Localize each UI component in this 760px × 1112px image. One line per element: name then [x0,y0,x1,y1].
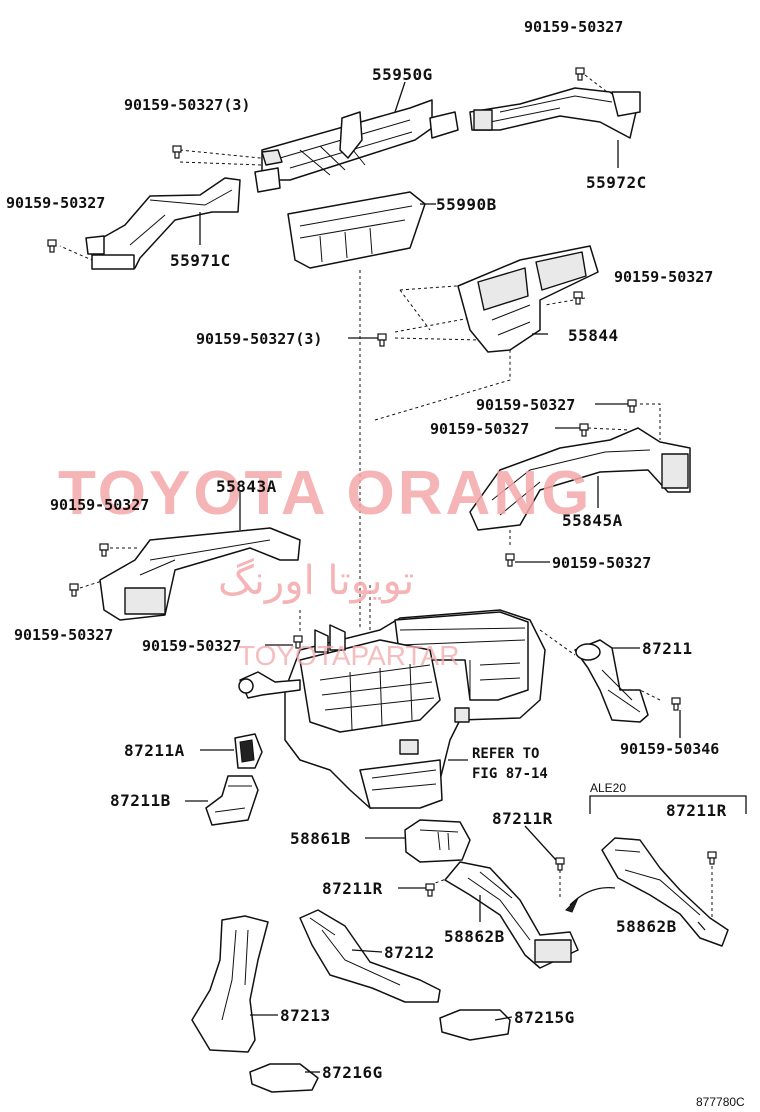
bolt-icon [99,543,109,557]
callout-part: 58862B [616,917,677,936]
part-hvac-unit [238,609,546,809]
fasteners [47,67,717,897]
callout-bolt: 90159-50327 [50,496,149,514]
part-87211-vent [574,639,649,723]
part-55843A-duct [99,527,301,621]
part-87211A [234,733,263,769]
callout-bolt: 90159-50327 [14,626,113,644]
callout-part: 87211A [124,741,185,760]
part-87213 [191,915,269,1053]
bolt-icon [172,145,182,159]
bolt-icon [425,883,435,897]
assembly-guide-lines [59,74,713,925]
callout-part: 55845A [562,511,623,530]
callout-bolt: 90159-50327 [476,396,575,414]
watermark-sub: TOYOTAPARTAR [238,640,459,671]
callout-bolt: 90159-50327 [430,420,529,438]
bolt-icon [707,851,717,865]
callout-bolt: 90159-50327 [614,268,713,286]
callout-part: 55843A [216,477,277,496]
callout-part: 87211 [642,639,693,658]
part-58862B-right [601,837,729,947]
bolt-icon [671,697,681,711]
callouts: 90159-50327 55950G 90159-50327(3) 90159-… [6,18,745,1109]
callout-part: 87211R [322,879,383,898]
part-55972C-duct [469,87,641,139]
part-87212 [299,909,441,1003]
callout-part: 87213 [280,1006,331,1025]
bolt-icon [627,399,637,413]
part-58861B [404,819,471,863]
callout-bolt: 90159-50327 [142,637,241,655]
part-87216G [249,1063,319,1093]
part-58862B-left [444,861,579,969]
leader-lines [185,81,747,1073]
part-55845A-duct [469,427,691,531]
bolt-icon [505,553,515,567]
part-55950G-register [254,99,459,193]
callout-part: 87211B [110,791,171,810]
bolt-icon [47,239,57,253]
bolt-icon [69,583,79,597]
bolt-icon [573,291,583,305]
variant-label: ALE20 [590,781,626,795]
part-55971C-duct [85,177,241,270]
callout-part: 55950G [372,65,433,84]
callout-part: 55990B [436,195,497,214]
callout-part: 58862B [444,927,505,946]
watermark-arabic: تويوتا اورنگ [218,558,414,604]
callout-part: 87212 [384,943,435,962]
callout-part: 58861B [290,829,351,848]
part-55844-register [457,245,599,353]
callout-part: 87211R [492,809,553,828]
callout-part: 87216G [322,1063,383,1082]
bolt-icon [579,423,589,437]
callout-part: 55971C [170,251,231,270]
bolt-icon [293,635,303,649]
watermark: TOYOTA ORANG تويوتا اورنگ TOYOTAPARTAR [58,459,592,671]
callout-bolt: 90159-50346 [620,740,719,758]
callout-bolt: 90159-50327(3) [124,96,250,114]
callout-bolt: 90159-50327 [6,194,105,212]
callout-part: 87215G [514,1008,575,1027]
callout-part: 87211R [666,801,727,820]
figure-id: 877780C [696,1095,745,1109]
callout-bolt: 90159-50327(3) [196,330,322,348]
watermark-main: TOYOTA ORANG [58,459,592,528]
callout-part: 55972C [586,173,647,192]
callout-bolt: 90159-50327 [552,554,651,572]
bolt-icon [377,333,387,347]
refer-note: REFER TO [472,746,539,762]
refer-note: FIG 87-14 [472,766,548,782]
part-87211B [205,775,259,826]
callout-bolt: 90159-50327 [524,18,623,36]
part-87215G [439,1009,511,1041]
bolt-icon [575,67,585,81]
part-55990B-panel [287,191,426,269]
bolt-icon [555,857,565,871]
callout-part: 55844 [568,326,619,345]
